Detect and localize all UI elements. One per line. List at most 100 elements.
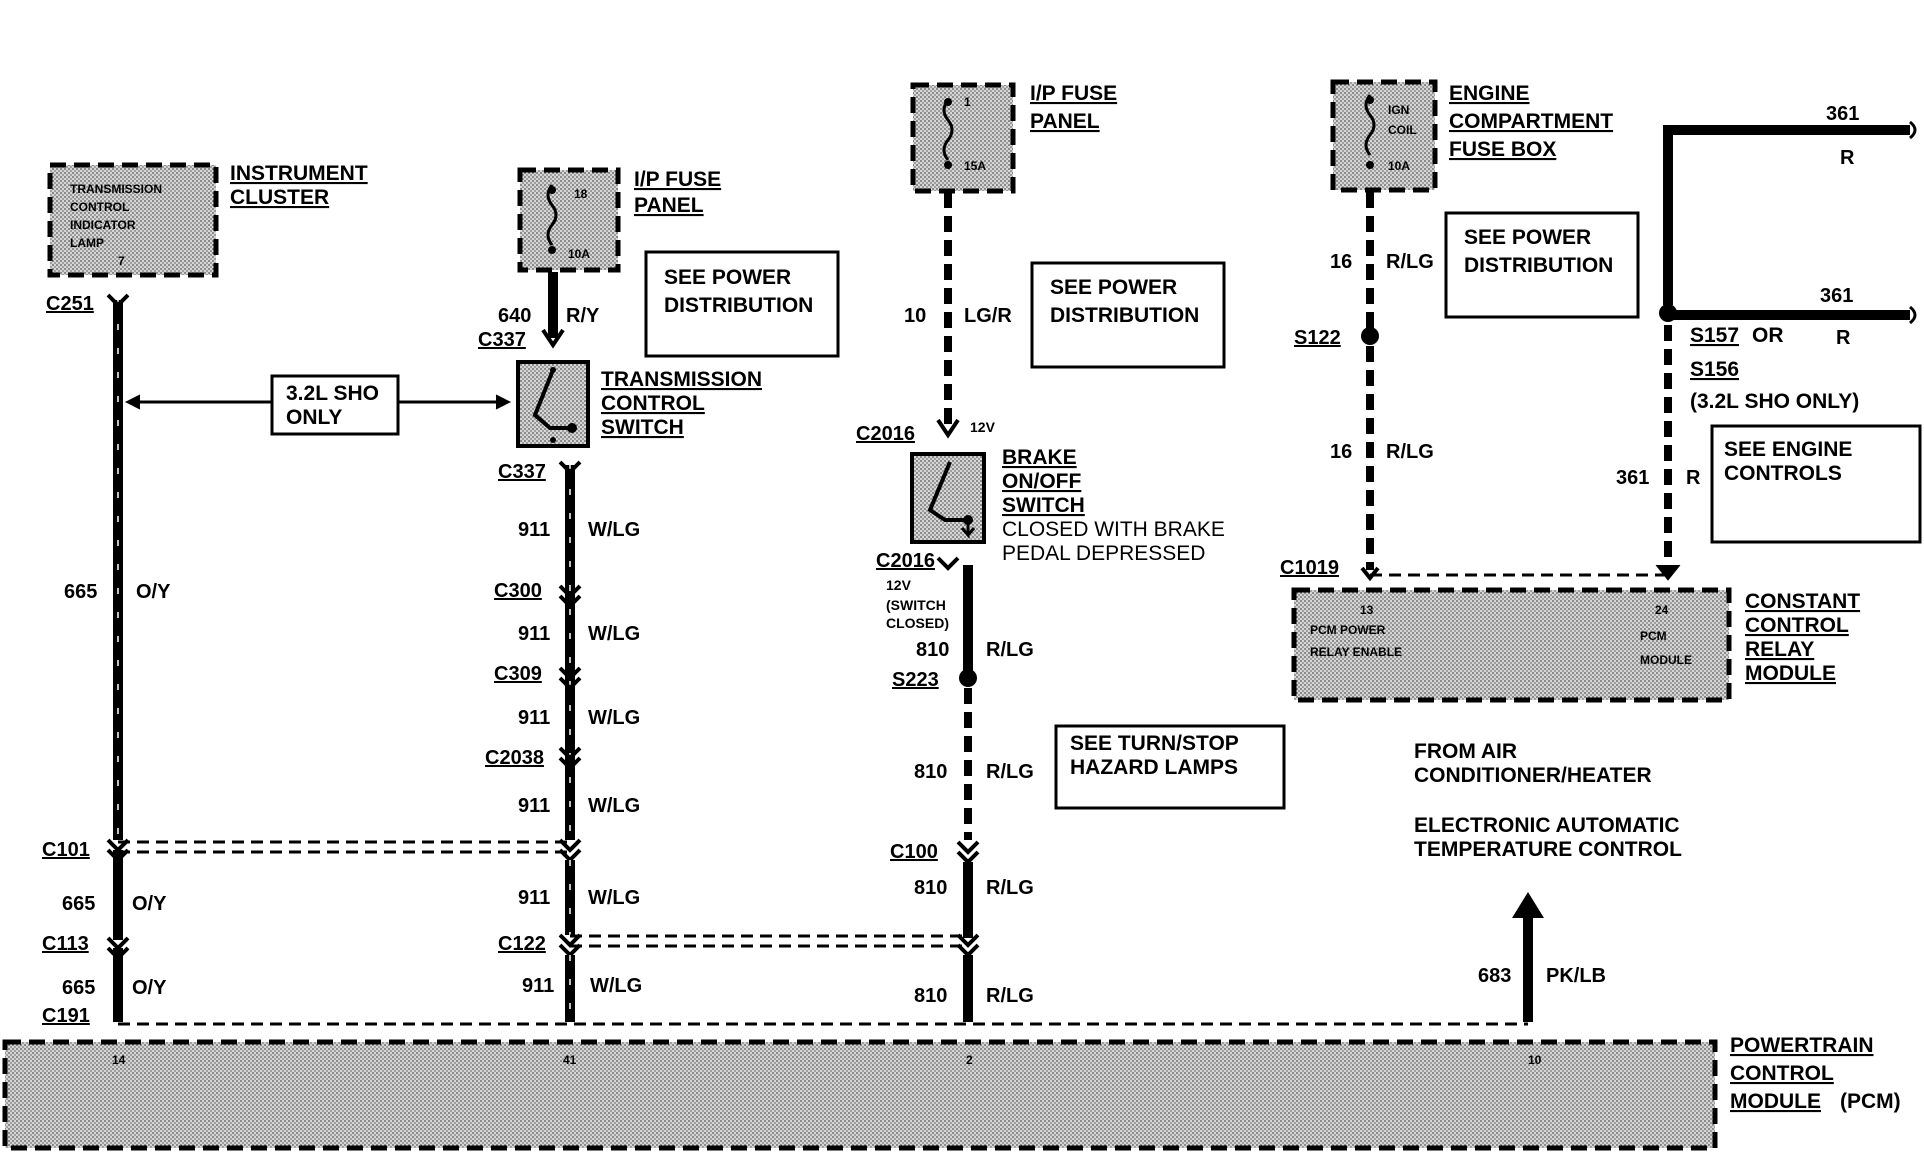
svg-text:361: 361 (1826, 103, 1859, 125)
svg-text:R/LG: R/LG (986, 761, 1034, 783)
svg-text:R/LG: R/LG (1386, 441, 1434, 463)
engine-compartment-fuse-box: IGN COIL 10A ENGINE COMPARTMENT FUSE BOX (1330, 79, 1613, 193)
svg-text:CLOSED WITH BRAKE: CLOSED WITH BRAKE (1002, 518, 1225, 541)
svg-text:LAMP: LAMP (70, 236, 104, 250)
svg-text:S156: S156 (1690, 358, 1739, 381)
svg-text:INSTRUMENT: INSTRUMENT (230, 162, 368, 185)
svg-text:C337: C337 (498, 461, 546, 483)
svg-text:R: R (1836, 327, 1851, 349)
svg-text:O/Y: O/Y (136, 581, 171, 603)
svg-text:SWITCH: SWITCH (1002, 494, 1085, 517)
svg-text:16: 16 (1330, 251, 1352, 273)
svg-text:361: 361 (1616, 467, 1649, 489)
svg-text:3.2L SHO: 3.2L SHO (286, 382, 379, 405)
svg-text:ENGINE: ENGINE (1449, 82, 1530, 105)
svg-text:SEE POWER: SEE POWER (1464, 226, 1591, 249)
svg-text:SEE POWER: SEE POWER (1050, 276, 1177, 299)
svg-text:C309: C309 (494, 663, 542, 685)
see-power-distribution-2: SEE POWER DISTRIBUTION (1030, 261, 1226, 369)
svg-text:CONSTANT: CONSTANT (1745, 590, 1860, 613)
svg-text:HAZARD LAMPS: HAZARD LAMPS (1070, 756, 1238, 779)
svg-text:CLOSED): CLOSED) (886, 615, 949, 631)
svg-text:810: 810 (916, 639, 949, 661)
svg-text:BRAKE: BRAKE (1002, 446, 1077, 469)
svg-text:10A: 10A (1388, 159, 1410, 173)
svg-text:IGN: IGN (1388, 103, 1409, 117)
svg-text:361: 361 (1820, 285, 1853, 307)
see-turn-stop-box: SEE TURN/STOP HAZARD LAMPS (1054, 724, 1286, 810)
svg-text:810: 810 (914, 761, 947, 783)
svg-text:R/Y: R/Y (566, 305, 600, 327)
wire-911-column (541, 272, 582, 1022)
svg-text:640: 640 (498, 305, 531, 327)
svg-text:SEE ENGINE: SEE ENGINE (1724, 438, 1852, 461)
svg-text:TRANSMISSION: TRANSMISSION (601, 368, 762, 391)
wire-labels: 665 O/Y 665 O/Y 665 O/Y 640 R/Y 911 W/LG… (62, 103, 1859, 1007)
svg-text:CLUSTER: CLUSTER (230, 186, 329, 209)
svg-text:MODULE: MODULE (1730, 1090, 1821, 1113)
svg-text:FROM AIR: FROM AIR (1414, 740, 1517, 763)
svg-text:I/P FUSE: I/P FUSE (634, 168, 721, 191)
svg-text:R: R (1686, 467, 1701, 489)
svg-text:41: 41 (563, 1053, 577, 1067)
svg-text:ONLY: ONLY (286, 406, 342, 429)
splice-notes: S157 OR S156 (3.2L SHO ONLY) 12V 12V (SW… (886, 324, 1859, 631)
from-atc-note: FROM AIR CONDITIONER/HEATER ELECTRONIC A… (1414, 740, 1682, 861)
svg-text:W/LG: W/LG (588, 623, 640, 645)
svg-text:ON/OFF: ON/OFF (1002, 470, 1081, 493)
transmission-control-switch: TRANSMISSION CONTROL SWITCH (516, 360, 762, 448)
svg-text:R/LG: R/LG (986, 985, 1034, 1007)
svg-text:W/LG: W/LG (588, 707, 640, 729)
svg-text:C337: C337 (478, 329, 526, 351)
see-engine-controls-box: SEE ENGINE CONTROLS (1710, 424, 1922, 544)
svg-text:(PCM): (PCM) (1840, 1090, 1901, 1113)
svg-text:MODULE: MODULE (1640, 653, 1692, 667)
wire-810-column (936, 192, 980, 1022)
svg-text:C251: C251 (46, 293, 94, 315)
svg-text:LG/R: LG/R (964, 305, 1012, 327)
svg-text:1: 1 (964, 95, 971, 109)
wire-16-column (1360, 192, 1380, 582)
connector-labels: C251 C337 C337 C300 C309 C2038 C2016 C20… (42, 293, 1341, 1027)
svg-text:911: 911 (518, 707, 550, 729)
svg-text:12V: 12V (886, 577, 912, 593)
svg-text:R/LG: R/LG (986, 639, 1034, 661)
svg-text:(SWITCH: (SWITCH (886, 597, 946, 613)
svg-text:10: 10 (1528, 1053, 1542, 1067)
svg-text:13: 13 (1360, 603, 1374, 617)
svg-text:W/LG: W/LG (588, 795, 640, 817)
svg-text:665: 665 (62, 977, 95, 999)
svg-text:C100: C100 (890, 841, 938, 863)
shield-lines (118, 573, 1668, 1026)
svg-text:TEMPERATURE CONTROL: TEMPERATURE CONTROL (1414, 838, 1682, 861)
svg-text:PANEL: PANEL (1030, 110, 1100, 133)
svg-text:MODULE: MODULE (1745, 662, 1836, 685)
svg-text:S157: S157 (1690, 324, 1739, 347)
ip-fuse-panel-middle: 1 15A I/P FUSE PANEL (910, 82, 1117, 194)
svg-text:2: 2 (966, 1053, 973, 1067)
wire-683 (1512, 892, 1544, 1022)
svg-text:10: 10 (904, 305, 926, 327)
svg-text:I/P FUSE: I/P FUSE (1030, 82, 1117, 105)
svg-text:COMPARTMENT: COMPARTMENT (1449, 110, 1613, 133)
see-power-distribution-1: SEE POWER DISTRIBUTION (644, 250, 840, 358)
svg-text:911: 911 (518, 519, 550, 541)
svg-text:SEE POWER: SEE POWER (664, 266, 791, 289)
svg-text:INDICATOR: INDICATOR (70, 218, 136, 232)
svg-text:CONTROL: CONTROL (601, 392, 705, 415)
svg-text:16: 16 (1330, 441, 1352, 463)
wire-361 (1655, 120, 1917, 581)
svg-text:911: 911 (518, 887, 550, 909)
svg-text:R/LG: R/LG (986, 877, 1034, 899)
svg-text:R/LG: R/LG (1386, 251, 1434, 273)
svg-text:PEDAL DEPRESSED: PEDAL DEPRESSED (1002, 542, 1205, 565)
svg-text:R: R (1840, 147, 1855, 169)
ip-fuse-panel-left: 18 10A I/P FUSE PANEL (517, 167, 721, 273)
svg-text:C101: C101 (42, 839, 90, 861)
svg-text:O/Y: O/Y (132, 977, 167, 999)
svg-text:10A: 10A (568, 247, 590, 261)
svg-text:OR: OR (1752, 324, 1784, 347)
svg-text:PK/LB: PK/LB (1546, 965, 1606, 987)
svg-text:RELAY ENABLE: RELAY ENABLE (1310, 645, 1402, 659)
